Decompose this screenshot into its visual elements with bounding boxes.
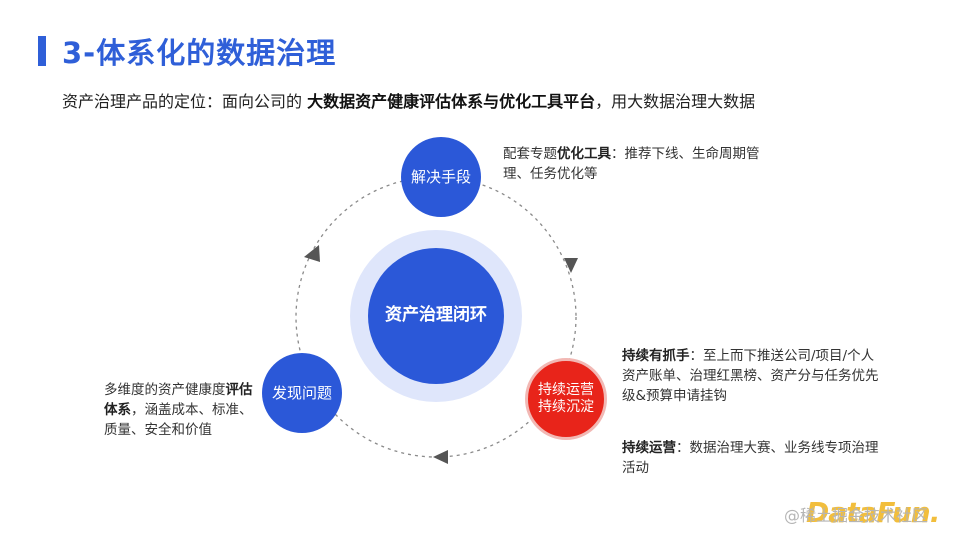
intro-suffix: ，用大数据治理大数据 bbox=[595, 92, 756, 111]
note-left-bold: 评估体系 bbox=[104, 382, 253, 418]
arrow-bottom bbox=[433, 450, 448, 464]
note-right2-rest: ：数据治理大赛、业务线专项治理活动 bbox=[622, 440, 879, 476]
note-continuous-grip: 持续有抓手：至上而下推送公司/项目/个人资产账单、治理红黑榜、资产分与任务优先级… bbox=[622, 346, 884, 406]
intro-line: 资产治理产品的定位：面向公司的 大数据资产健康评估体系与优化工具平台，用大数据治… bbox=[62, 88, 755, 112]
arrow-top-left bbox=[304, 245, 320, 262]
note-right1-bold: 持续有抓手 bbox=[622, 348, 690, 364]
intro-highlight: 大数据资产健康评估体系与优化工具平台 bbox=[307, 92, 596, 111]
node-discover-label: 发现问题 bbox=[271, 383, 332, 402]
arrow-top-right bbox=[564, 258, 578, 273]
watermark-text: @稀土掘金技术社区 bbox=[784, 506, 929, 525]
node-discover-problem: 发现问题 bbox=[262, 353, 342, 433]
center-node-label: 资产治理闭环 bbox=[385, 305, 487, 326]
datafun-logo: DataFun. bbox=[806, 496, 940, 529]
note-evaluation-system: 多维度的资产健康度评估体系，涵盖成本、标准、质量、安全和价值 bbox=[104, 380, 264, 440]
node-solution-label: 解决手段 bbox=[410, 167, 471, 186]
node-operation-label-2: 持续沉淀 bbox=[538, 399, 594, 415]
node-solution: 解决手段 bbox=[401, 137, 481, 217]
page-title: 3-体系化的数据治理 bbox=[62, 36, 337, 70]
note-left-rest: ，涵盖成本、标准、质量、安全和价值 bbox=[104, 402, 253, 438]
note-left-prefix: 多维度的资产健康度 bbox=[104, 382, 226, 398]
note-optimization-tools: 配套专题优化工具：推荐下线、生命周期管理、任务优化等 bbox=[503, 144, 763, 184]
intro-prefix: 资产治理产品的定位：面向公司的 bbox=[62, 92, 308, 111]
note-continuous-operation: 持续运营：数据治理大赛、业务线专项治理活动 bbox=[622, 438, 884, 478]
node-continuous-operation: 持续运营 持续沉淀 bbox=[525, 358, 607, 440]
title-accent-bar bbox=[38, 36, 46, 66]
note-top-bold: 优化工具 bbox=[557, 146, 611, 162]
node-operation-label-1: 持续运营 bbox=[538, 381, 594, 398]
center-node-closed-loop: 资产治理闭环 bbox=[368, 248, 504, 384]
note-right1-rest: ：至上而下推送公司/项目/个人资产账单、治理红黑榜、资产分与任务优先级&预算申请… bbox=[622, 348, 879, 404]
note-top-prefix: 配套专题 bbox=[503, 146, 557, 162]
note-right2-bold: 持续运营 bbox=[622, 440, 676, 456]
note-top-rest: ：推荐下线、生命周期管理、任务优化等 bbox=[503, 146, 760, 182]
